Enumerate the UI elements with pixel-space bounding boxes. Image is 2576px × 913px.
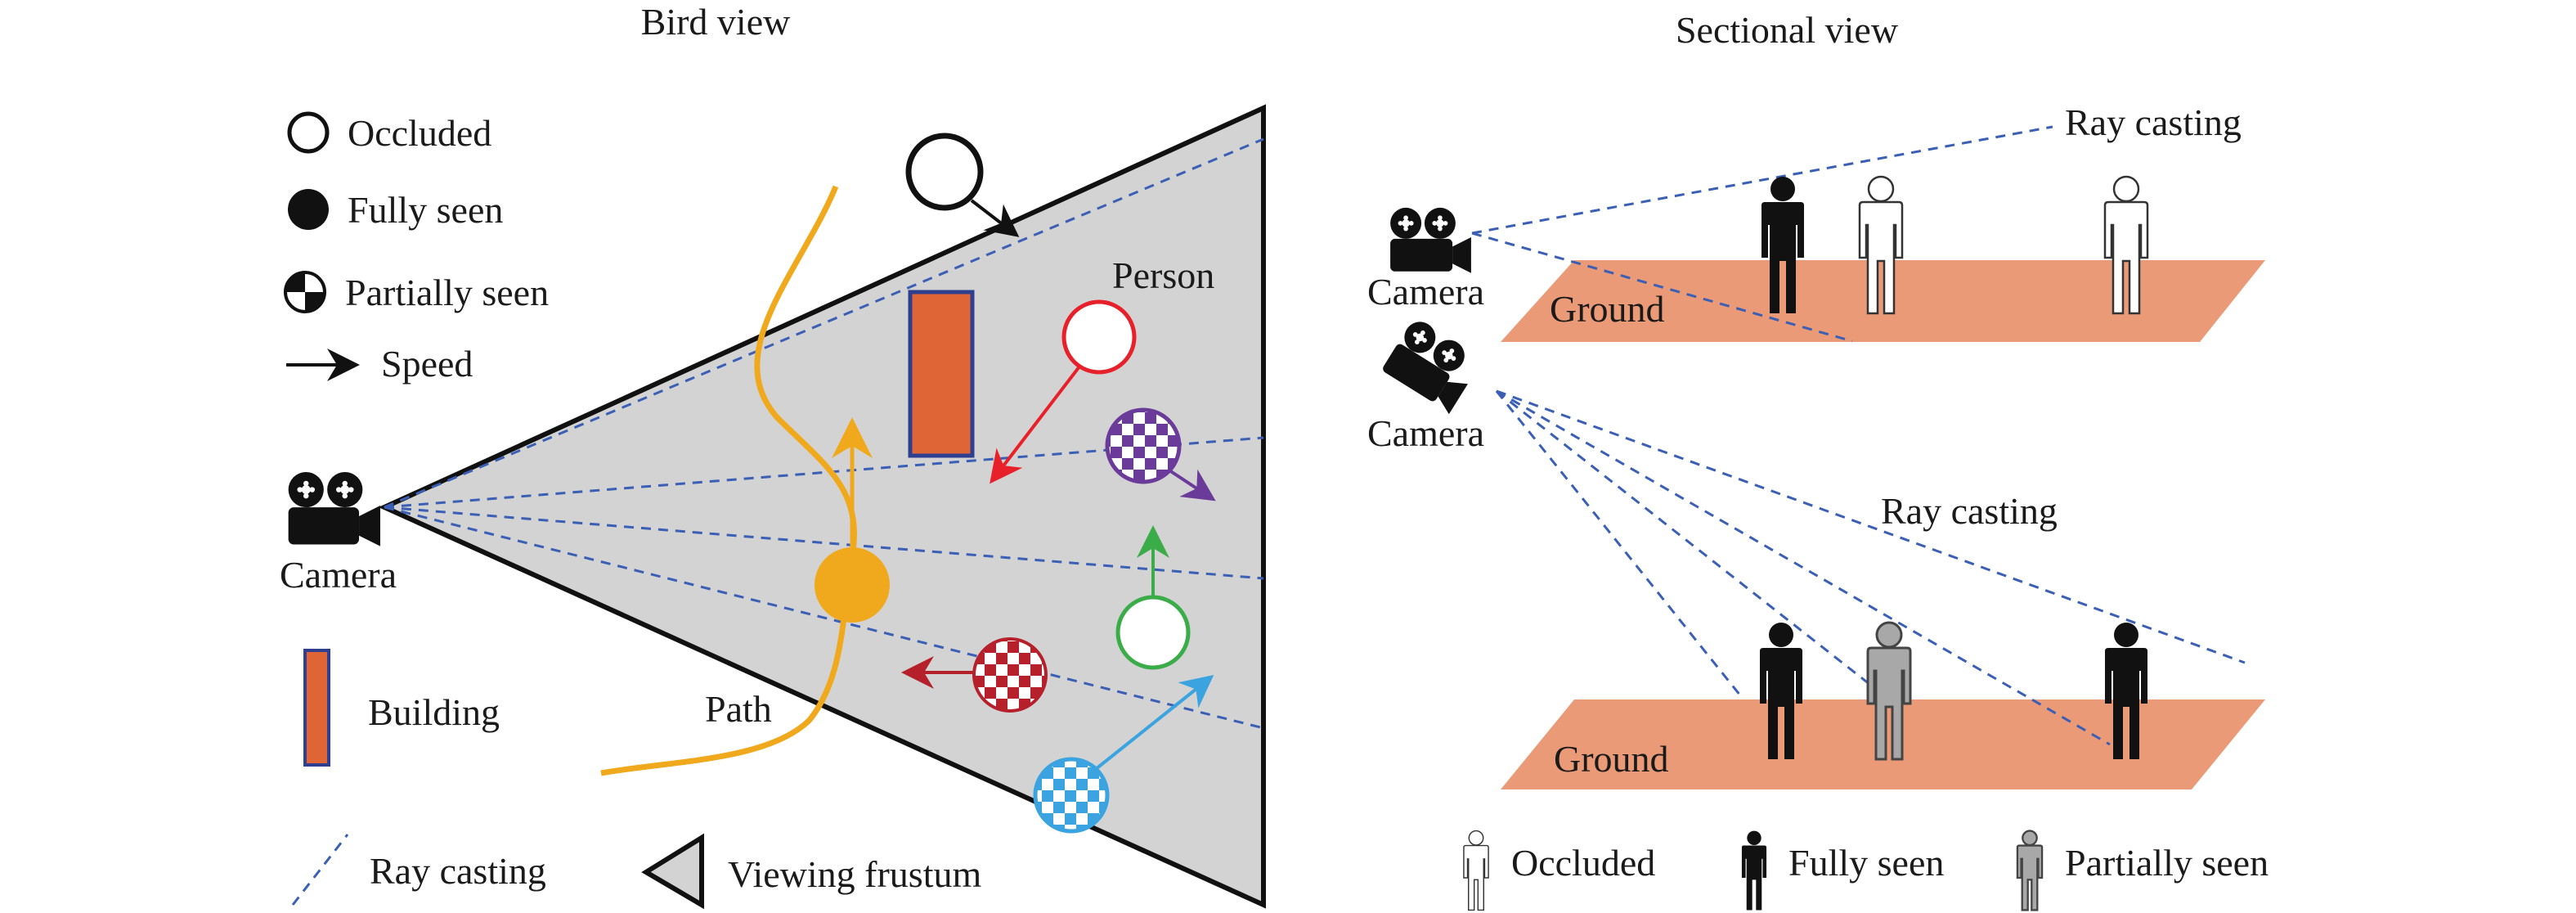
ray-line (1495, 390, 1745, 700)
ray-line (384, 506, 1264, 580)
legend-occluded-icon (287, 111, 330, 154)
legend-fully-seen-icon (288, 189, 329, 230)
bird-camera-icon (288, 471, 380, 546)
person-label: Person (1112, 254, 1214, 296)
lower-ray-casting-label: Ray casting (1881, 490, 2058, 532)
yellow-person-fully-seen (815, 547, 890, 623)
path-label: Path (705, 688, 772, 730)
legend-viewing-frustum-label: Viewing frustum (728, 853, 981, 895)
red-person-speed-arrow (990, 365, 1081, 484)
darkred-person-partially-seen (972, 637, 1048, 713)
ray-line (1496, 389, 2246, 664)
upper-ray-lines (1471, 125, 2053, 343)
legend-fully-seen-label: Fully seen (348, 189, 503, 231)
legend-fully-seen-person-icon (1741, 830, 1767, 911)
sectional-legend-occluded-label: Occluded (1511, 842, 1655, 884)
legend-ray-casting-icon (291, 834, 349, 906)
upper-ground (1501, 260, 2265, 342)
purple-person-partially-seen (1105, 407, 1182, 484)
occluded-person-speed-arrow (970, 199, 1020, 237)
lower-ground-label: Ground (1554, 738, 1669, 780)
sectional-legend-partially-seen-label: Partially seen (2065, 842, 2269, 884)
legend-occluded-person-icon (1463, 830, 1489, 911)
bird-view-title: Bird view (641, 1, 791, 43)
ray-line (1496, 389, 1890, 701)
blue-person-partially-seen (1033, 757, 1110, 834)
legend-partially-seen-icon (284, 271, 326, 313)
occluded-person (905, 133, 984, 211)
upper-ray-casting-label: Ray casting (2065, 101, 2242, 143)
viewing-frustum (378, 104, 1266, 909)
upper-ground-label: Ground (1550, 288, 1665, 330)
bird-legend: Occluded Fully seen Partially seen Speed… (284, 111, 981, 910)
legend-building-icon (303, 649, 330, 767)
bird-ray-lines (384, 137, 1264, 730)
sectional-legend: Occluded Fully seen Partially seen (1463, 830, 2269, 911)
sectional-view-title: Sectional view (1676, 9, 1899, 51)
legend-building-label: Building (368, 691, 500, 733)
legend-occluded-label: Occluded (348, 112, 491, 154)
upper-camera-icon (1390, 207, 1471, 273)
ray-line (384, 436, 1264, 509)
legend-speed-label: Speed (381, 343, 473, 385)
purple-person-speed-arrow (1168, 469, 1216, 501)
ray-line (384, 137, 1264, 509)
ray-line (1496, 389, 2111, 746)
bird-camera-label: Camera (280, 554, 397, 596)
sectional-legend-fully-seen-label: Fully seen (1788, 842, 1944, 884)
ray-line (1471, 125, 2053, 235)
lower-ray-lines (1495, 389, 2246, 746)
blue-person-speed-arrow (1094, 675, 1214, 771)
legend-partially-seen-person-icon (2016, 830, 2044, 911)
lower-camera-label: Camera (1367, 412, 1484, 454)
legend-ray-casting-label: Ray casting (370, 850, 546, 892)
green-person-occluded (1115, 595, 1191, 670)
ray-line (384, 506, 1264, 730)
legend-viewing-frustum-icon (641, 833, 704, 910)
upper-camera-label: Camera (1367, 271, 1484, 313)
legend-partially-seen-label: Partially seen (345, 272, 549, 313)
ray-line (1471, 232, 1853, 343)
building (908, 290, 975, 458)
lower-camera-icon (1380, 316, 1484, 415)
red-person-occluded (1061, 299, 1137, 375)
